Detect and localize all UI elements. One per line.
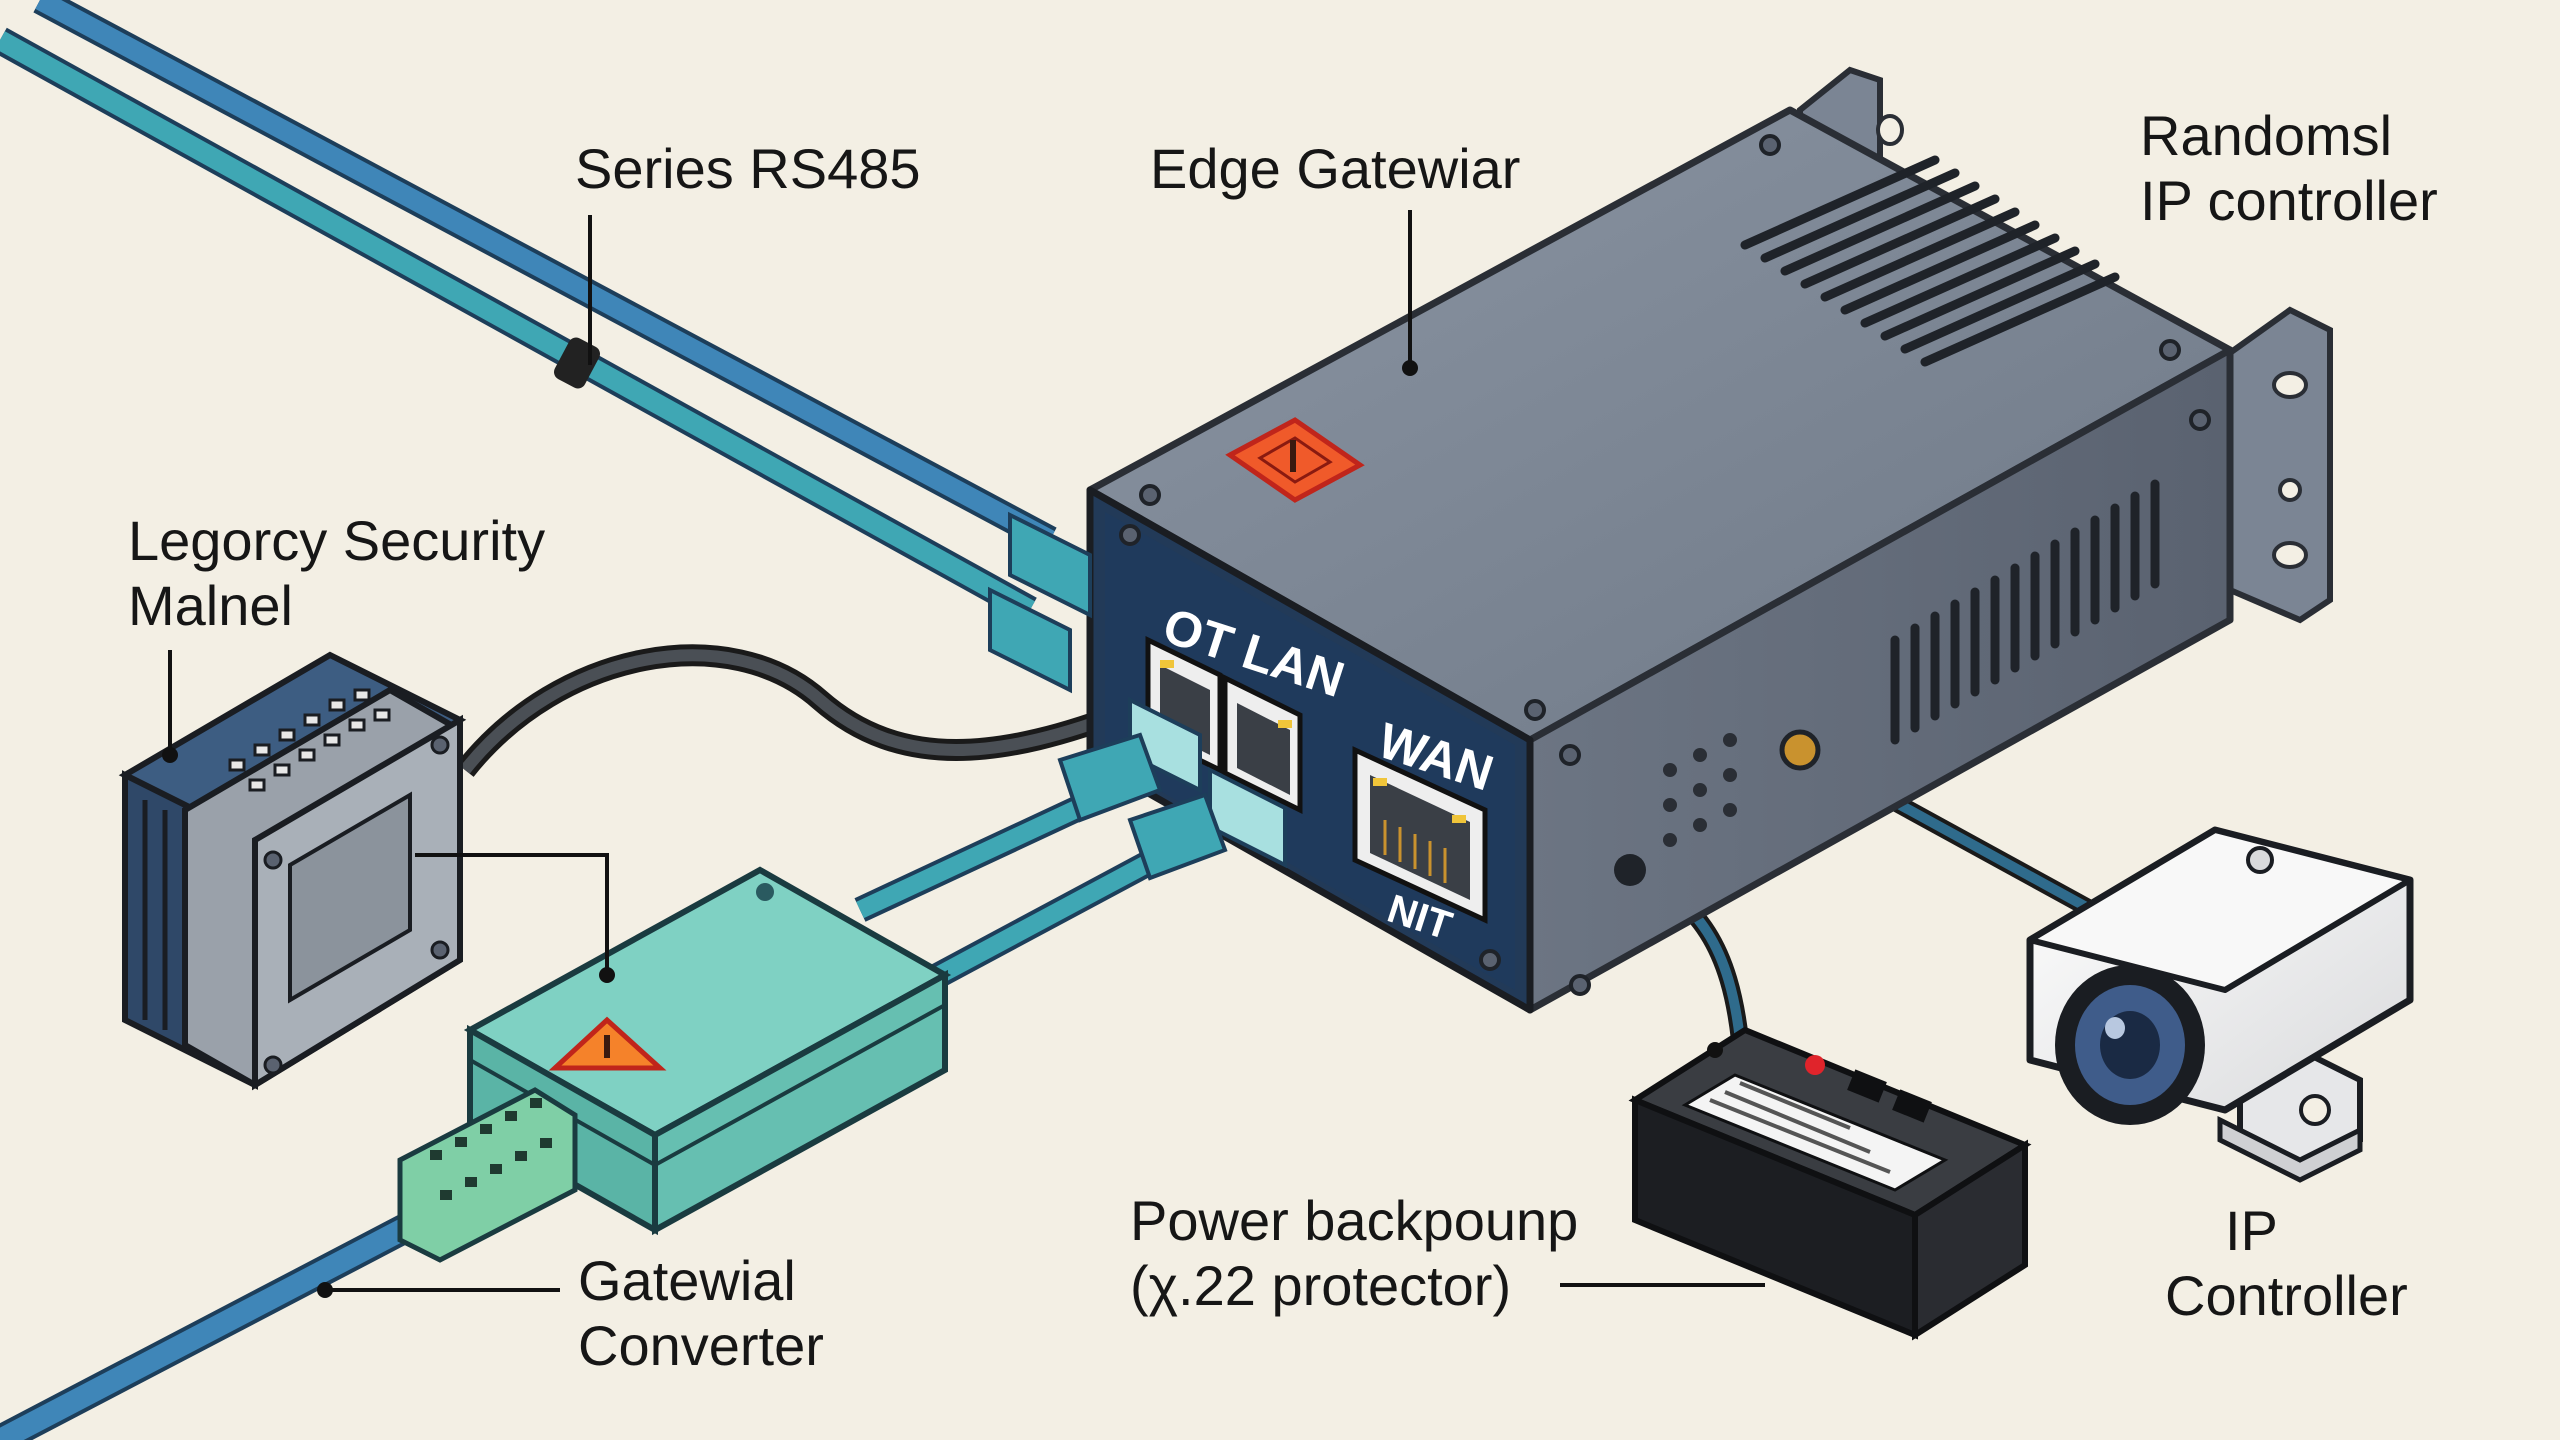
label-series-rs485: Series RS485 bbox=[575, 137, 921, 200]
label-legacy-security-1: Legorcy Security bbox=[128, 509, 545, 572]
legacy-security-panel bbox=[118, 651, 467, 1091]
label-legacy-security-2: Malnel bbox=[128, 574, 293, 637]
label-edge-gateway: Edge Gatewiar bbox=[1150, 137, 1520, 200]
edge-gateway-device: OT LAN WAN NIT bbox=[988, 66, 2333, 1014]
panel-cable bbox=[456, 644, 1134, 777]
warning-icon bbox=[1225, 417, 1365, 503]
gateway-converter-device bbox=[317, 866, 952, 1298]
wan-port[interactable] bbox=[1352, 746, 1488, 924]
side-dots bbox=[1663, 733, 1737, 847]
label-gateway-converter-1: Gatewial bbox=[578, 1249, 796, 1312]
camera-icon bbox=[2026, 826, 2414, 1183]
side-vents bbox=[1890, 479, 2160, 745]
label-power-backup-2: (χ.22 protector) bbox=[1130, 1254, 1511, 1317]
label-random-ip-controller-1: Randomsl bbox=[2140, 104, 2392, 167]
warning-icon bbox=[548, 1016, 667, 1071]
ethernet-port-icon[interactable] bbox=[1145, 636, 1303, 815]
label-ip-controller-1: IP bbox=[2225, 1199, 2278, 1262]
rj45-plugs bbox=[988, 511, 1287, 881]
leader-lines bbox=[168, 210, 1765, 1292]
power-backup-device bbox=[1628, 1026, 2032, 1341]
top-vents bbox=[1740, 155, 2120, 367]
label-random-ip-controller-2: IP controller bbox=[2140, 169, 2438, 232]
labels: Series RS485 Edge Gatewiar Randomsl IP c… bbox=[128, 104, 2438, 1377]
label-power-backup-1: Power backpounp bbox=[1130, 1189, 1578, 1252]
label-ip-controller-2: Controller bbox=[2165, 1264, 2408, 1327]
label-gateway-converter-2: Converter bbox=[578, 1314, 824, 1377]
